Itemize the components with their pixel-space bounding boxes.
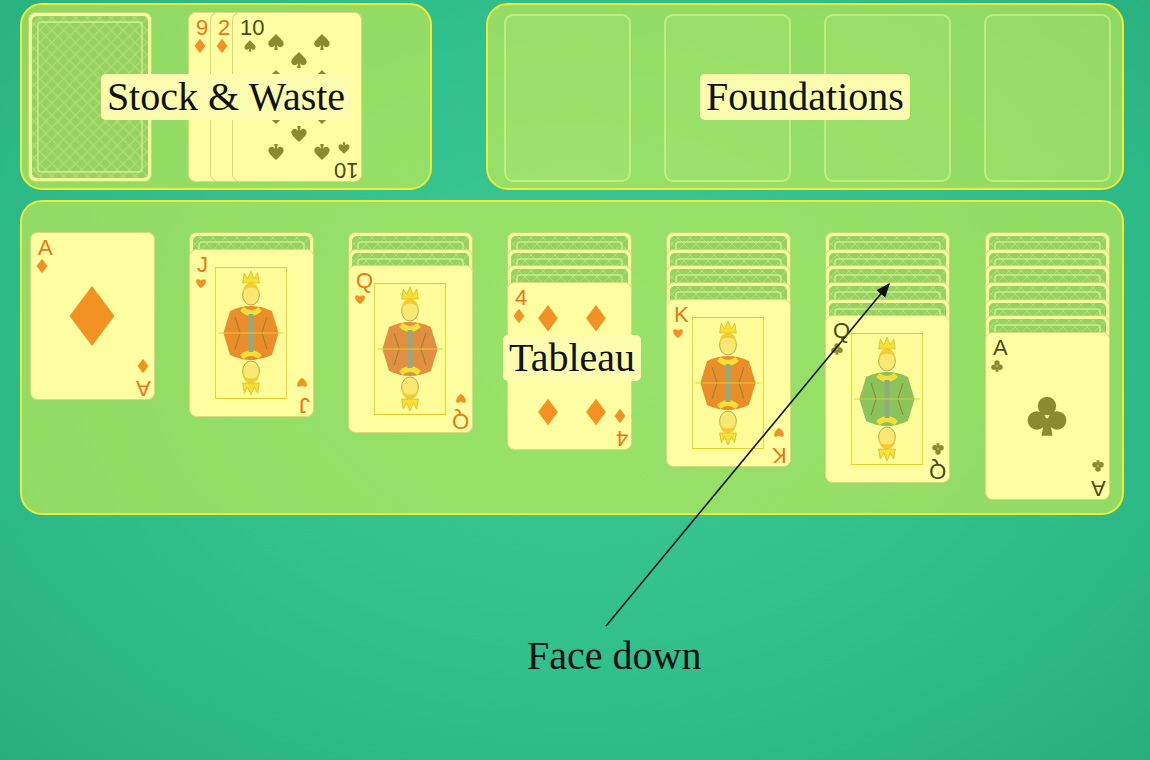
card-rank: Q xyxy=(356,270,373,292)
playing-card: AA xyxy=(987,334,1112,502)
card-rank: K xyxy=(772,444,787,466)
card-rank: J xyxy=(299,394,310,416)
annotation-label: Face down xyxy=(527,633,701,679)
area-name: Tableau xyxy=(503,335,641,381)
area-name: Foundations xyxy=(700,74,910,120)
card-rank: A xyxy=(1091,477,1106,499)
area-panel: Foundations xyxy=(486,3,1124,190)
area-panel: TableauAAJJQQ44KKQQAA xyxy=(20,200,1124,515)
card-rank: Q xyxy=(833,320,850,342)
playing-card: AA xyxy=(32,234,157,402)
card-rank: 10 xyxy=(240,17,264,39)
card-rank: 4 xyxy=(616,427,628,449)
card-rank: A xyxy=(38,237,53,259)
card-rank: 4 xyxy=(515,287,527,309)
area-name: Stock & Waste xyxy=(101,74,351,120)
card-rank: K xyxy=(674,304,689,326)
card-rank: Q xyxy=(452,410,469,432)
card-rank: 2 xyxy=(218,17,230,39)
card-rank: A xyxy=(993,337,1008,359)
leader-arrow xyxy=(606,284,889,626)
card-rank: 9 xyxy=(196,17,208,39)
playing-card: KK xyxy=(668,301,793,469)
card-rank: 10 xyxy=(334,159,358,181)
card-rank: J xyxy=(197,254,208,276)
area-panel: Stock & Waste 92 10 10 xyxy=(20,3,432,190)
playing-card: QQ xyxy=(827,317,952,485)
card-rank: Q xyxy=(929,460,946,482)
card-rank: A xyxy=(136,377,151,399)
playing-card: JJ xyxy=(191,251,316,419)
playing-card: QQ xyxy=(350,267,475,435)
